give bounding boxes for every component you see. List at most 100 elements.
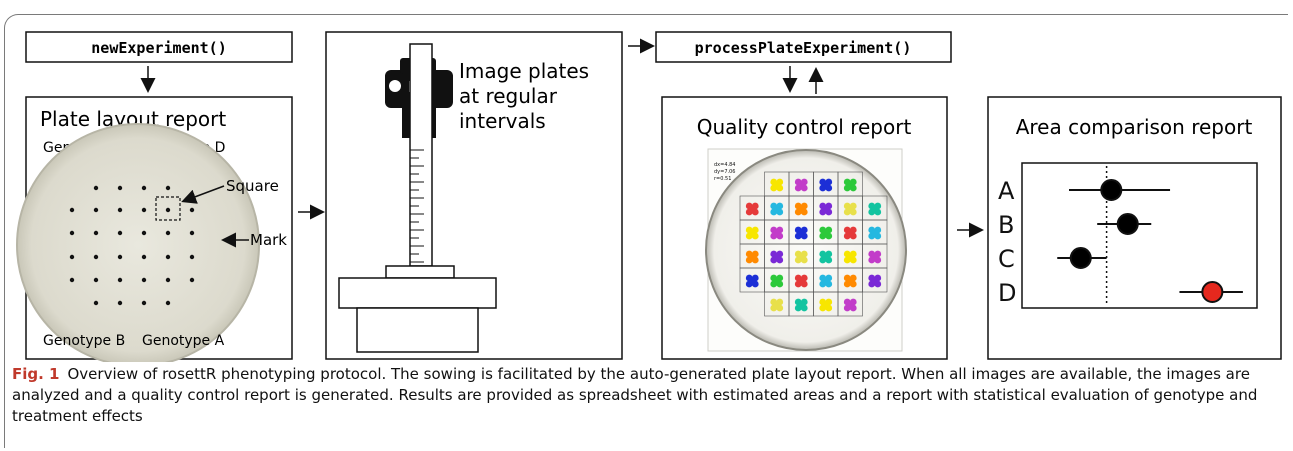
imaging-label-line2: at regular xyxy=(459,84,558,108)
sowing-dot xyxy=(189,277,195,283)
genotype-b-label: Genotype B xyxy=(43,333,125,349)
rosette-leaf xyxy=(822,205,830,213)
sowing-dot xyxy=(117,300,123,306)
rosette-leaf xyxy=(748,229,756,237)
square-marker xyxy=(155,196,181,221)
genotype-row-label: B xyxy=(998,211,1014,239)
qc-stats-line3: r=0.51 xyxy=(714,176,731,182)
sowing-dot xyxy=(93,300,99,306)
sowing-dot xyxy=(117,277,123,283)
figure-frame xyxy=(4,14,1288,448)
rosette-leaf xyxy=(871,205,879,213)
estimate-point xyxy=(1100,179,1123,201)
rosette-leaf xyxy=(822,277,830,285)
imaging-label-line1: Image plates xyxy=(459,59,589,83)
mark-label: Mark xyxy=(250,231,287,249)
genotype-row-label: D xyxy=(998,279,1016,307)
ruler-ticks xyxy=(410,149,424,263)
genotype-row-label: A xyxy=(998,177,1015,205)
sowing-dot xyxy=(69,207,75,213)
new-experiment-label: newExperiment() xyxy=(91,39,226,57)
caption-text: Overview of rosettR phenotyping protocol… xyxy=(12,365,1258,425)
rosette-leaf xyxy=(773,277,781,285)
rosette-leaf xyxy=(773,253,781,261)
sowing-dot xyxy=(69,230,75,236)
quality-control-report: Quality control report dx=4.84 dy=7.06 r… xyxy=(661,96,948,360)
rosette-leaf xyxy=(748,253,756,261)
estimate-point xyxy=(1201,281,1224,303)
rosette-leaf xyxy=(797,229,805,237)
rosette-leaf xyxy=(773,181,781,189)
qc-cell xyxy=(862,267,888,293)
sowing-dot xyxy=(141,230,147,236)
sowing-dot xyxy=(165,300,171,306)
rosette-leaf xyxy=(773,301,781,309)
sowing-dot xyxy=(165,185,171,191)
sowing-dot xyxy=(189,230,195,236)
rosette-leaf xyxy=(846,229,854,237)
rosette-leaf xyxy=(748,205,756,213)
qc-title: Quality control report xyxy=(697,115,912,139)
rosette-leaf xyxy=(846,301,854,309)
workflow-diagram: newExperiment() Plate layout report Geno… xyxy=(16,31,1282,362)
genotype-a-label: Genotype A xyxy=(142,333,225,349)
rosette-leaf xyxy=(846,277,854,285)
sowing-dot xyxy=(141,277,147,283)
square-label: Square xyxy=(226,177,279,195)
rosette-leaf xyxy=(822,229,830,237)
area-title: Area comparison report xyxy=(1016,115,1253,139)
estimate-point xyxy=(1116,213,1139,235)
sowing-dot xyxy=(117,185,123,191)
rosette-leaf xyxy=(797,181,805,189)
qc-stats-line1: dx=4.84 xyxy=(714,162,735,168)
imaging-label-line3: intervals xyxy=(459,109,546,133)
sowing-dot xyxy=(189,207,195,213)
rosette-leaf xyxy=(846,253,854,261)
sowing-dot xyxy=(93,230,99,236)
caption-label: Fig. 1 xyxy=(12,365,60,383)
sowing-dot xyxy=(69,277,75,283)
estimate-point xyxy=(1069,247,1092,269)
stand-collar xyxy=(385,265,455,279)
sowing-dot xyxy=(93,254,99,260)
genotype-row-label: C xyxy=(998,245,1015,273)
sowing-dot xyxy=(117,207,123,213)
sowing-dot xyxy=(117,230,123,236)
forest-plot-frame xyxy=(1021,162,1258,309)
qc-cell xyxy=(837,291,863,317)
rosette-leaf xyxy=(822,253,830,261)
sowing-dot xyxy=(141,254,147,260)
rosette-leaf xyxy=(797,205,805,213)
sowing-dot xyxy=(141,300,147,306)
sowing-dot xyxy=(165,254,171,260)
sowing-dot xyxy=(165,277,171,283)
process-plate-box: processPlateExperiment() xyxy=(655,31,952,63)
sowing-dot xyxy=(165,230,171,236)
plate-tray xyxy=(338,277,497,309)
square-arrow xyxy=(181,185,225,204)
qc-plate xyxy=(705,149,907,351)
rosette-leaf xyxy=(773,205,781,213)
rosette-leaf xyxy=(748,277,756,285)
sowing-dot xyxy=(189,254,195,260)
sowing-dot xyxy=(93,185,99,191)
sowing-dot xyxy=(165,207,171,213)
process-plate-label: processPlateExperiment() xyxy=(695,39,912,57)
rosette-leaf xyxy=(871,253,879,261)
sowing-dot xyxy=(141,185,147,191)
rosette-leaf xyxy=(846,205,854,213)
rosette-leaf xyxy=(773,229,781,237)
sowing-dot xyxy=(117,254,123,260)
qc-stats-line2: dy=7.06 xyxy=(714,169,735,175)
imaging-station: Image plates at regular intervals xyxy=(325,31,623,360)
sowing-grid xyxy=(69,185,195,306)
stand-base xyxy=(356,307,479,353)
rosette-leaf xyxy=(822,301,830,309)
sowing-dot xyxy=(69,254,75,260)
rosette-leaf xyxy=(822,181,830,189)
rosette-leaf xyxy=(871,277,879,285)
rosette-leaf xyxy=(846,181,854,189)
rosette-leaf xyxy=(871,229,879,237)
